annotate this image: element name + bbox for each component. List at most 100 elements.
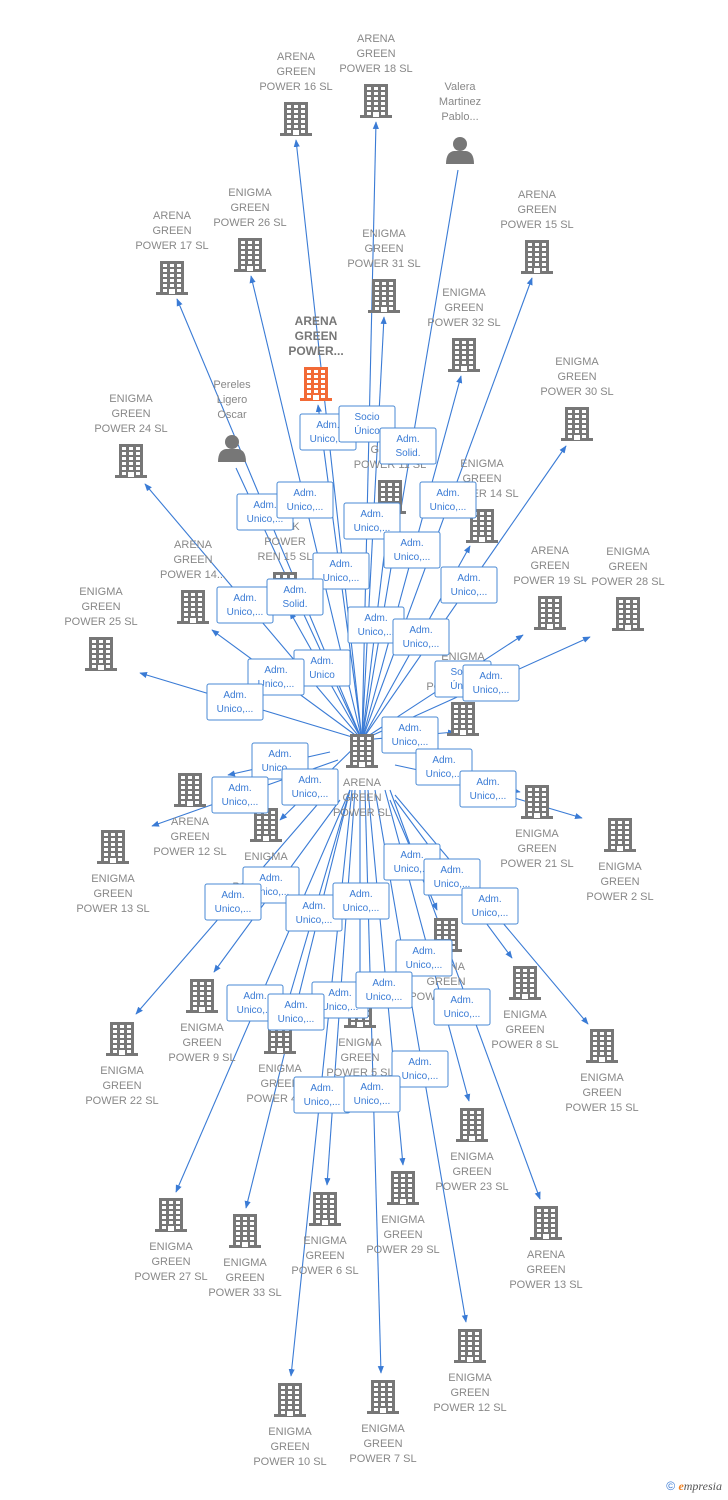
relation-badge[interactable]: Adm.Unico,...: [395, 939, 453, 977]
person-icon[interactable]: [446, 137, 474, 164]
node-label: POWER 15 SL: [500, 219, 573, 231]
company-icon[interactable]: [156, 261, 188, 295]
relation-badge[interactable]: Adm.Unico,...: [312, 552, 370, 590]
company-icon[interactable]: [456, 1108, 488, 1142]
relation-badge[interactable]: Adm.Unico,...: [461, 887, 519, 925]
company-icon[interactable]: [561, 407, 593, 441]
relation-badge-frame: [419, 481, 477, 519]
relation-badge[interactable]: Adm.Solid.: [266, 578, 324, 616]
window: [169, 1206, 173, 1209]
window: [388, 488, 392, 491]
relation-text: Adm.: [398, 723, 421, 734]
node-label: ENIGMA: [303, 1235, 347, 1247]
company-icon[interactable]: [612, 597, 644, 631]
company-icon[interactable]: [274, 1383, 306, 1417]
window: [444, 931, 448, 934]
window: [593, 1037, 597, 1040]
company-icon[interactable]: [521, 240, 553, 274]
brand-logo[interactable]: empresia: [678, 1479, 722, 1493]
company-icon[interactable]: [586, 1029, 618, 1063]
relation-text: Adm.: [476, 777, 499, 788]
center-company-icon[interactable]: [346, 734, 378, 768]
relation-badge[interactable]: Adm.Unico,...: [281, 768, 339, 806]
relation-badge[interactable]: Adm.Unico,...: [383, 531, 441, 569]
relation-badge[interactable]: Adm.Unico,...: [206, 683, 264, 721]
company-icon[interactable]: [186, 979, 218, 1013]
window: [528, 243, 532, 246]
person-icon[interactable]: [218, 435, 246, 462]
window: [191, 598, 195, 601]
node-label: GREEN: [426, 976, 465, 988]
window: [542, 258, 546, 261]
company-icon[interactable]: [454, 1329, 486, 1363]
node-label: GREEN: [225, 1272, 264, 1284]
window: [294, 125, 298, 128]
relation-badge[interactable]: Adm.Unico,...: [423, 858, 481, 896]
relation-badge[interactable]: Adm.Unico,...: [415, 748, 473, 786]
window: [618, 821, 622, 824]
window: [188, 786, 192, 789]
relation-badge[interactable]: Adm.Unico,...: [381, 716, 439, 754]
company-icon[interactable]: [530, 1206, 562, 1240]
company-icon[interactable]: [177, 590, 209, 624]
company-icon[interactable]: [106, 1022, 138, 1056]
window: [111, 843, 115, 846]
relation-badge[interactable]: Adm.Unico,...: [391, 1050, 449, 1088]
relation-badge[interactable]: Adm.Unico,...: [459, 770, 517, 808]
company-icon[interactable]: [234, 238, 266, 272]
company-icon[interactable]: [447, 702, 479, 736]
company-icon[interactable]: [97, 830, 129, 864]
window: [437, 926, 441, 929]
window: [542, 268, 546, 271]
company-icon[interactable]: [509, 966, 541, 1000]
relation-badge[interactable]: Adm.Unico,...: [267, 993, 325, 1031]
company-icon[interactable]: [280, 102, 312, 136]
focus-company-icon[interactable]: [300, 367, 332, 401]
relation-badge[interactable]: Adm.Unico,...: [433, 988, 491, 1026]
relation-text: Adm.: [360, 509, 383, 520]
relation-badge[interactable]: Adm.Solid.: [379, 427, 437, 465]
company-icon[interactable]: [521, 785, 553, 819]
window: [176, 1216, 180, 1219]
company-icon[interactable]: [174, 773, 206, 807]
relation-badge[interactable]: Adm.Unico,...: [293, 1076, 351, 1114]
company-icon[interactable]: [367, 1380, 399, 1414]
relation-badge-frame: [312, 552, 370, 590]
relation-badge[interactable]: Adm.Unico,...: [285, 894, 343, 932]
window: [295, 1386, 299, 1389]
relation-badge[interactable]: Adm.Unico,...: [216, 586, 274, 624]
company-icon[interactable]: [534, 596, 566, 630]
door: [380, 1408, 386, 1413]
window: [626, 600, 630, 603]
window: [122, 472, 126, 475]
relation-badge[interactable]: Adm.Unico,...: [332, 882, 390, 920]
company-icon[interactable]: [309, 1192, 341, 1226]
company-icon[interactable]: [155, 1198, 187, 1232]
relation-badge[interactable]: Adm.Unico,...: [462, 664, 520, 702]
relation-badge[interactable]: Adm.Unico,...: [347, 606, 405, 644]
window: [287, 115, 291, 118]
company-icon[interactable]: [368, 279, 400, 313]
relation-badge-frame: [276, 481, 334, 519]
relation-badge[interactable]: Adm.Unico,...: [355, 971, 413, 1009]
window: [619, 610, 623, 613]
relation-badge[interactable]: Adm.Unico,...: [343, 502, 401, 540]
relation-badge[interactable]: Adm.Unico,...: [276, 481, 334, 519]
relation-badge[interactable]: Adm.Unico,...: [211, 776, 269, 814]
relation-badge[interactable]: Adm.Unico,...: [392, 618, 450, 656]
window: [207, 992, 211, 995]
relation-badge[interactable]: Adm.Unico,...: [204, 883, 262, 921]
relation-text: Adm.: [364, 613, 387, 624]
company-icon[interactable]: [604, 818, 636, 852]
node-label: ENIGMA: [228, 187, 272, 199]
window: [301, 125, 305, 128]
relation-badge[interactable]: Adm.Unico,...: [440, 566, 498, 604]
relation-badge[interactable]: Adm.Unico,...: [419, 481, 477, 519]
company-icon[interactable]: [85, 637, 117, 671]
relation-badge[interactable]: Adm.Unico,...: [343, 1075, 401, 1113]
company-icon[interactable]: [115, 444, 147, 478]
company-icon[interactable]: [387, 1171, 419, 1205]
company-icon[interactable]: [360, 84, 392, 118]
company-icon[interactable]: [229, 1214, 261, 1248]
company-icon[interactable]: [448, 338, 480, 372]
